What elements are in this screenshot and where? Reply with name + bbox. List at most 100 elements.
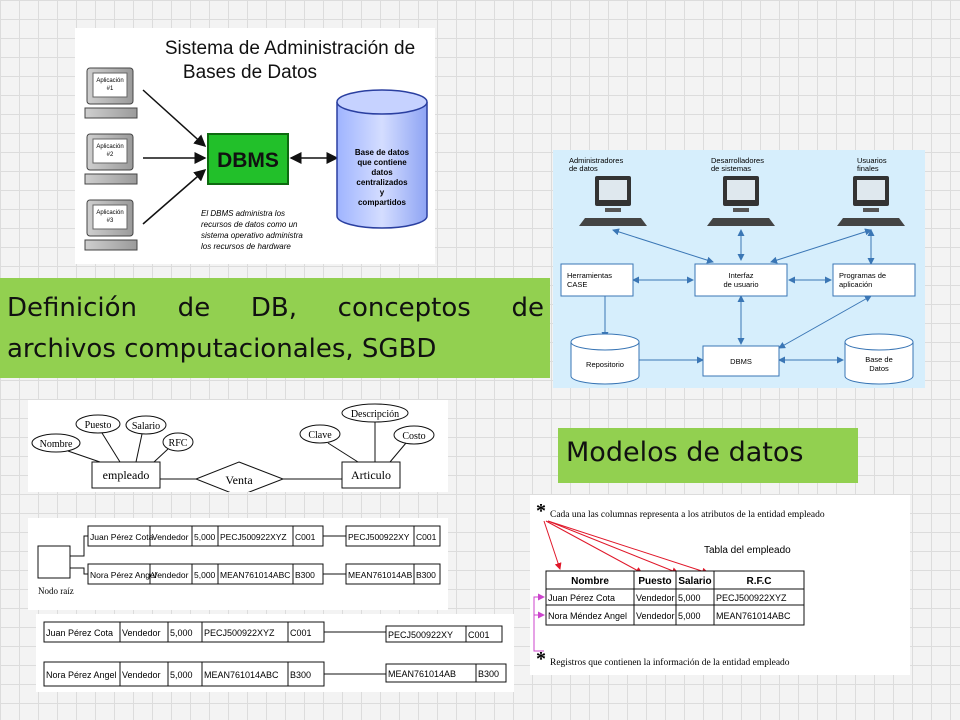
role-devs-line2: de sistemas [711, 164, 751, 173]
case-line1: Herramientas [567, 271, 612, 280]
database-line1: Base de [865, 355, 893, 364]
workstation-icon [837, 176, 905, 226]
table-title: Tabla del empleado [704, 545, 791, 556]
db-text-5: y [380, 188, 385, 197]
hier-cell: PECJ500922XYZ [220, 532, 287, 542]
dbms-diagram-svg: Sistema de Administración de Bases de Da… [84, 38, 428, 251]
attr-rfc: RFC [169, 438, 188, 449]
db-text-2: que contiene [357, 158, 407, 167]
note-bottom: Registros que contienen la información d… [550, 657, 790, 668]
role-admins-line2: de datos [569, 164, 598, 173]
system-users-diagram: Administradores de datos Desarrolladores… [553, 150, 925, 388]
note-line1: El DBMS administra los [201, 209, 285, 218]
net-cell: PECJ500922XY [388, 630, 453, 640]
repository-label: Repositorio [586, 360, 624, 369]
apps-line2: aplicación [839, 280, 872, 289]
database-line2: Datos [869, 364, 889, 373]
database-cylinder-icon [336, 89, 428, 229]
hier-cell: B300 [295, 570, 315, 580]
entity-articulo-label: Articulo [351, 468, 391, 482]
hier-cell: Juan Pérez Cota [90, 532, 154, 542]
ui-line1: Interfaz [728, 271, 753, 280]
hierarchical-model-svg: Nodo raíz Juan Pérez Cota Vendedor 5,000… [37, 525, 441, 596]
note-line4: los recursos de hardware [201, 242, 291, 251]
models-title-callout: Modelos de datos [558, 428, 858, 483]
table-cell: Vendedor [636, 593, 675, 603]
column-header: Puesto [638, 576, 671, 587]
note-top: Cada una las columnas representa a los a… [550, 510, 825, 520]
attr-puesto: Puesto [85, 420, 112, 431]
hier-cell: B300 [416, 570, 436, 580]
hier-cell: C001 [295, 532, 316, 542]
root-node-label: Nodo raíz [38, 586, 74, 596]
case-tools-box [560, 263, 634, 297]
net-cell: Vendedor [122, 628, 161, 638]
computer-icon: Aplicación #1 [84, 67, 138, 119]
hier-cell: C001 [416, 532, 437, 542]
dbms-label: DBMS [730, 357, 752, 366]
hier-cell: MEAN761014AB [348, 570, 413, 580]
net-cell: C001 [468, 630, 490, 640]
workstation-icon [707, 176, 775, 226]
relational-model: * Cada una las columnas representa a los… [530, 495, 910, 675]
db-text-4: centralizados [356, 178, 408, 187]
dbms-label: DBMS [217, 149, 279, 172]
user-interface-box [694, 263, 788, 297]
table-cell: Juan Pérez Cota [548, 593, 615, 603]
dbms-title-line1: Sistema de Administración de [165, 38, 415, 59]
app1-line2: #1 [107, 86, 114, 92]
column-header: Nombre [571, 576, 609, 587]
hier-cell: MEAN761014ABC [220, 570, 290, 580]
models-title: Modelos de datos [566, 437, 804, 468]
relational-model-svg: * Cada una las columnas representa a los… [533, 500, 825, 670]
workstation-icon [579, 176, 647, 226]
network-model: Juan Pérez Cota Vendedor 5,000 PECJ50092… [36, 614, 514, 692]
table-cell: Vendedor [636, 611, 675, 621]
note-line3: sistema operativo administra [201, 231, 303, 240]
hierarchical-model: Nodo raíz Juan Pérez Cota Vendedor 5,000… [28, 518, 448, 610]
hier-cell: Vendedor [152, 570, 189, 580]
er-diagram-svg: Nombre Puesto Salario RFC empleado Venta… [31, 403, 435, 492]
net-cell: Vendedor [122, 670, 161, 680]
role-users-line2: finales [857, 164, 879, 173]
entity-empleado [91, 461, 161, 489]
hier-cell: 5,000 [194, 532, 216, 542]
main-title-line1: Definición de DB, conceptos de [7, 293, 544, 323]
hier-cell: Vendedor [152, 532, 189, 542]
table-cell: 5,000 [678, 593, 701, 603]
ui-line2: de usuario [723, 280, 758, 289]
app3-line1: Aplicación [96, 210, 123, 216]
db-text-1: Base de datos [355, 148, 410, 157]
net-cell: PECJ500922XYZ [204, 628, 275, 638]
dbms-box [702, 345, 780, 377]
net-cell: B300 [478, 669, 499, 679]
app2-line1: Aplicación [96, 144, 123, 150]
net-cell: C001 [290, 628, 312, 638]
table-cell: 5,000 [678, 611, 701, 621]
main-title-callout: Definición de DB, conceptos de archivos … [0, 278, 550, 378]
entity-articulo [341, 461, 401, 489]
computer-icon: Aplicación #2 [84, 133, 138, 185]
attr-salario: Salario [132, 421, 160, 432]
net-cell: MEAN761014ABC [204, 670, 279, 680]
hier-cell: Nora Pérez Angel [90, 570, 157, 580]
hier-cell: PECJ500922XY [348, 532, 410, 542]
root-node [37, 545, 71, 579]
attr-nombre: Nombre [40, 439, 73, 450]
marker-asterisk-top: * [536, 500, 546, 522]
role-devs-line1: Desarrolladores [711, 156, 764, 165]
system-users-diagram-svg: Administradores de datos Desarrolladores… [560, 156, 916, 385]
dbms-box [207, 133, 289, 185]
dbms-title-line2: Bases de Datos [183, 62, 317, 83]
table-cell: PECJ500922XYZ [716, 593, 787, 603]
er-diagram: Nombre Puesto Salario RFC empleado Venta… [28, 400, 448, 492]
computer-icon: Aplicación #3 [84, 199, 138, 251]
net-cell: B300 [290, 670, 311, 680]
db-text-6: compartidos [358, 198, 407, 207]
database-cylinder-icon [844, 333, 914, 385]
note-line2: recursos de datos como un [201, 220, 298, 229]
net-cell: MEAN761014AB [388, 669, 456, 679]
case-line2: CASE [567, 280, 587, 289]
net-cell: Juan Pérez Cota [46, 628, 113, 638]
apps-line1: Programas de [839, 271, 886, 280]
